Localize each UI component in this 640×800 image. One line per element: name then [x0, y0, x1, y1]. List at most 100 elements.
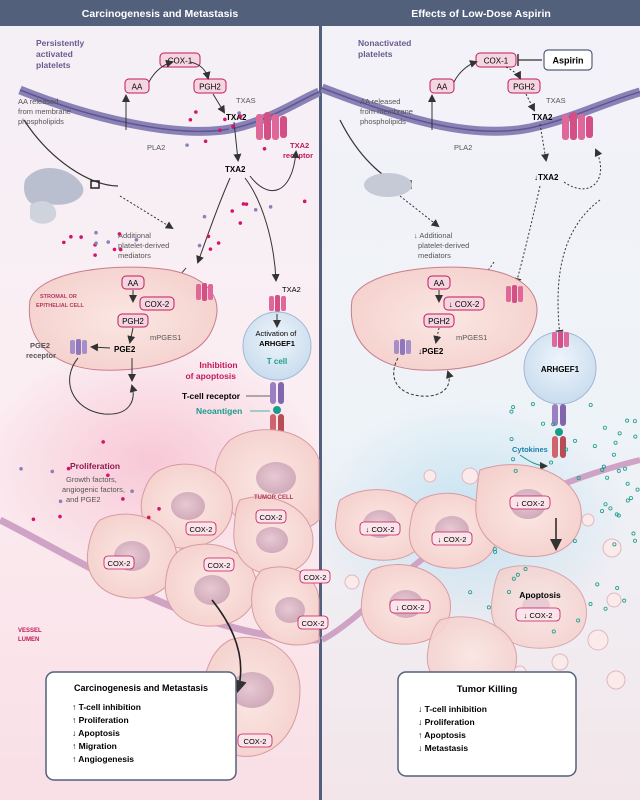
left-summary-box — [45, 671, 237, 781]
molecule-dot — [50, 469, 55, 474]
molecule-dot — [203, 139, 208, 144]
molecule-dot — [19, 466, 23, 471]
right-cox2-badge — [389, 599, 431, 614]
left-summary-list: ↑ T-cell inhibition ↑ Proliferation ↓ Ap… — [72, 702, 143, 764]
aspirin-box — [543, 49, 593, 71]
left-proliferation-title: Proliferation — [70, 461, 120, 471]
left-header-title: Carcinogenesis and Metastasis — [82, 8, 239, 20]
right-mediator-arrow — [399, 195, 440, 228]
left-cox2-badges: COX-2 COX-2 COX-2 COX-2 COX-2 COX-2 — [103, 509, 331, 630]
right-cox2-badge-label: ↓ COX-2 — [396, 603, 425, 612]
right-mpges1-label: mPGES1 — [456, 333, 487, 342]
right-header-title: Effects of Low-Dose Aspirin — [411, 8, 551, 20]
molecule-dot — [228, 127, 233, 132]
left-metastasis-arrow — [211, 599, 247, 694]
molecule-dot — [185, 143, 189, 147]
left-pge2-receptor-label: PGE2 receptor — [26, 341, 56, 360]
left-txa2-to-tcell-arrow — [244, 177, 280, 282]
cytokine-dot — [625, 498, 630, 503]
left-summary-title: Carcinogenesis and Metastasis — [74, 683, 208, 693]
left-tcell-receptor-top-icon — [269, 295, 286, 312]
left-platelet-label: Persistently activated platelets — [36, 38, 87, 70]
cytokine-dot — [493, 549, 498, 554]
molecule-dot — [121, 497, 125, 501]
molecule-dot — [69, 234, 73, 239]
left-membrane-edge — [19, 89, 320, 133]
molecule-dot — [262, 146, 267, 151]
right-tcell-receptor-top-icon — [552, 331, 569, 348]
right-summary-title: Tumor Killing — [457, 684, 518, 695]
left-txa2-to-receptor-arrow — [249, 150, 300, 192]
cytokine-dot — [622, 598, 627, 603]
cytokine-dot — [576, 618, 581, 623]
cytokine-dot — [612, 542, 617, 547]
cytokine-dot — [611, 452, 616, 457]
cytokine-dot — [616, 468, 621, 473]
molecule-dot — [302, 199, 307, 204]
left-pge2-to-receptor-arrow — [90, 343, 111, 352]
cytokine-dot — [486, 605, 491, 610]
cytokine-dot — [617, 431, 622, 436]
molecule-dot — [130, 489, 134, 494]
right-apoptosis-label: Apoptosis — [519, 590, 561, 600]
cytokine-dot — [576, 475, 581, 480]
right-txa2-receptor-icon — [562, 112, 593, 140]
right-cytokine-molecules — [468, 402, 640, 634]
right-txa2-to-cell-arrow — [513, 185, 541, 286]
left-mpges1-label: mPGES1 — [150, 333, 181, 342]
molecule-dot — [241, 202, 246, 206]
left-cell-pgh2-label: PGH2 — [122, 317, 144, 326]
cytokine-dot — [600, 509, 605, 514]
right-cox2-badge-label: ↓ COX-2 — [438, 535, 467, 544]
molecule-dot — [218, 128, 222, 133]
left-stromal-cell-label: STROMAL OR EPITHELIAL CELL — [36, 294, 85, 309]
cytokine-dot — [506, 589, 511, 594]
left-cell-cox2-label: COX-2 — [145, 300, 170, 309]
right-aa-box — [429, 78, 455, 94]
molecule-dot — [58, 514, 62, 519]
cytokine-dot — [551, 629, 556, 634]
left-pge2-receptor-icon — [70, 339, 87, 355]
left-cox1-label: COX-1 — [168, 57, 193, 66]
cytokine-dot — [541, 421, 546, 426]
right-aa-to-cox1-arrow — [453, 60, 478, 83]
molecule-dot — [197, 243, 202, 248]
cytokine-dot — [605, 475, 610, 480]
right-platelet-label: Nonactivated platelets — [358, 38, 414, 59]
cytokine-dot — [633, 434, 638, 439]
right-txa2-to-receptor-arrow — [563, 148, 603, 190]
left-activation-label: Activation of ARHGEF1 — [256, 329, 299, 348]
right-cox2-badge-label: ↓ COX-2 — [366, 525, 395, 534]
left-neoantigen-label: Neoantigen — [196, 406, 242, 416]
right-cell-cox2-box — [443, 296, 485, 311]
molecule-dot — [188, 117, 193, 122]
right-arhgef1-label: ARHGEF1 — [541, 365, 580, 374]
molecule-dot — [194, 110, 198, 114]
left-cox2-badge — [203, 557, 235, 572]
left-cox2-badge-label: COX-2 — [260, 513, 283, 522]
left-cox2-badge — [297, 615, 329, 630]
cytokine-dot — [523, 567, 528, 572]
right-pge2-label: ↓PGE2 — [418, 347, 444, 356]
right-txas-label: TXAS — [546, 96, 566, 105]
molecule-dot — [202, 214, 207, 219]
cytokine-dot — [588, 402, 593, 407]
cytokine-dot — [603, 502, 608, 507]
right-pgh2-box — [507, 78, 541, 94]
cytokine-dot — [614, 512, 619, 517]
right-apoptosis-cox2-label: ↓ COX-2 — [524, 611, 553, 620]
cytokine-dot — [602, 425, 607, 430]
cytokine-dot — [509, 437, 514, 442]
right-apoptosis-cox2-badge — [515, 607, 561, 622]
cytokine-dot — [509, 409, 514, 414]
right-cell-pgh2-box — [423, 313, 455, 328]
right-cox2-badges: ↓ COX-2 ↓ COX-2 ↓ COX-2 ↓ COX-2 — [359, 495, 551, 614]
right-txa2-to-tcell-arrow — [555, 199, 601, 338]
right-aa-released-label: AA released from membrane phospholipids — [360, 97, 415, 126]
left-cox2-badge — [255, 509, 287, 524]
molecule-dot — [101, 440, 105, 444]
molecule-dot — [66, 466, 71, 471]
left-txa2-free-label: TXA2 — [225, 165, 246, 174]
left-platelet-outline — [23, 119, 119, 187]
left-cox2-badge — [103, 555, 135, 570]
